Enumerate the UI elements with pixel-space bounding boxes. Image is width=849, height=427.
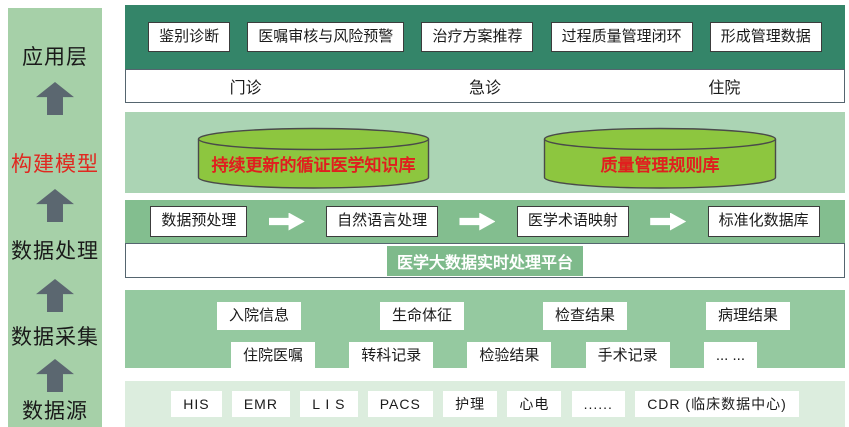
up-arrow-icon xyxy=(36,279,74,312)
collection-row: 入院信息 生命体征 检查结果 病理结果 xyxy=(125,290,845,331)
layer-sidebar: 应用层 构建模型 数据处理 数据采集 数据源 xyxy=(8,8,102,427)
channel-outpatient: 门诊 xyxy=(229,80,262,97)
source-system-box: PACS xyxy=(367,390,433,418)
app-function-box: 过程质量管理闭环 xyxy=(550,21,693,53)
collection-box: 手术记录 xyxy=(585,342,670,371)
database-cylinder-icon xyxy=(543,127,777,189)
collection-box: 转科记录 xyxy=(349,342,434,371)
channel-emergency: 急诊 xyxy=(468,80,501,97)
rule-base-cylinder: 质量管理规则库 xyxy=(543,127,777,190)
process-step-box: 标准化数据库 xyxy=(707,206,820,237)
collection-box: 住院医嘱 xyxy=(231,342,316,371)
source-system-box: ...... xyxy=(571,390,625,418)
processing-pipeline-band: 数据预处理 自然语言处理 医学术语映射 标准化数据库 xyxy=(125,200,845,243)
process-step-box: 医学术语映射 xyxy=(516,206,629,237)
platform-label: 医学大数据实时处理平台 xyxy=(386,245,583,276)
app-function-box: 医嘱审核与风险预警 xyxy=(247,21,405,53)
database-cylinder-icon xyxy=(197,127,430,189)
collection-box: 病理结果 xyxy=(705,302,790,331)
up-arrow-icon xyxy=(36,82,74,115)
care-channel-band: 门诊 急诊 住院 xyxy=(125,69,845,103)
platform-band: 医学大数据实时处理平台 xyxy=(125,243,845,278)
right-arrow-icon xyxy=(459,212,496,231)
source-system-box: HIS xyxy=(171,390,222,418)
collection-layer-band: 入院信息 生命体征 检查结果 病理结果 住院医嘱 转科记录 检验结果 手术记录 … xyxy=(125,290,845,371)
application-layer-band: 鉴别诊断 医嘱审核与风险预警 治疗方案推荐 过程质量管理闭环 形成管理数据 xyxy=(125,5,845,69)
collection-box: 检查结果 xyxy=(542,302,627,331)
source-layer-band: HIS EMR L I S PACS 护理 心电 ...... CDR (临床数… xyxy=(125,381,845,427)
up-arrow-icon xyxy=(36,359,74,392)
sidebar-label-processing: 数据处理 xyxy=(11,240,99,263)
collection-row: 住院医嘱 转科记录 检验结果 手术记录 ... ... xyxy=(125,330,845,371)
sidebar-label-collection: 数据采集 xyxy=(11,326,99,349)
channel-inpatient: 住院 xyxy=(708,80,741,97)
source-system-box: CDR (临床数据中心) xyxy=(635,390,799,418)
knowledge-base-cylinder: 持续更新的循证医学知识库 xyxy=(197,127,430,190)
collection-box: 生命体征 xyxy=(379,302,464,331)
collection-box: 检验结果 xyxy=(467,342,552,371)
sidebar-label-source: 数据源 xyxy=(22,400,88,423)
right-arrow-icon xyxy=(650,212,687,231)
source-system-box: EMR xyxy=(231,390,290,418)
right-arrow-icon xyxy=(268,212,305,231)
sidebar-label-model: 构建模型 xyxy=(11,153,99,176)
app-function-box: 治疗方案推荐 xyxy=(421,21,534,53)
collection-box: ... ... xyxy=(703,342,757,371)
app-function-box: 形成管理数据 xyxy=(709,21,822,53)
rule-base-label: 质量管理规则库 xyxy=(600,156,720,175)
up-arrow-icon xyxy=(36,189,74,222)
process-step-box: 数据预处理 xyxy=(150,206,248,237)
process-step-box: 自然语言处理 xyxy=(326,206,439,237)
source-system-box: L I S xyxy=(300,390,358,418)
app-function-box: 鉴别诊断 xyxy=(148,21,231,53)
sidebar-label-application: 应用层 xyxy=(22,46,88,69)
source-system-box: 心电 xyxy=(507,390,562,418)
model-layer-band: 持续更新的循证医学知识库 质量管理规则库 xyxy=(125,112,845,193)
collection-box: 入院信息 xyxy=(217,302,302,331)
knowledge-base-label: 持续更新的循证医学知识库 xyxy=(211,156,416,175)
source-system-box: 护理 xyxy=(443,390,498,418)
